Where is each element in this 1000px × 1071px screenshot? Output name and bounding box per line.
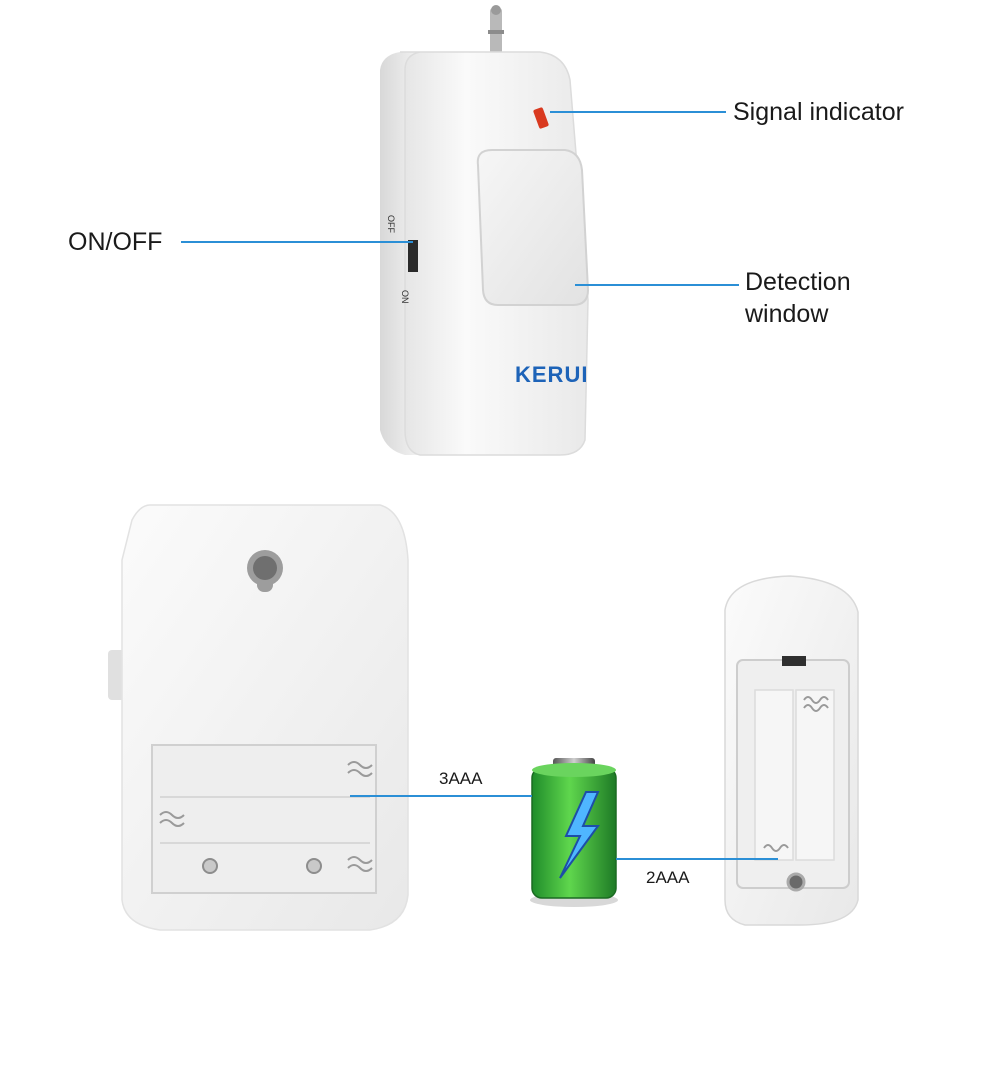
battery-compartment-3aaa [151, 744, 377, 894]
3aaa-label: 3AAA [439, 769, 483, 788]
detection-window-label-line1: Detection [745, 268, 851, 296]
lightning-icon [559, 791, 600, 879]
battery-icon [530, 758, 618, 907]
detector-back-plate [108, 504, 409, 931]
pir-detector [380, 5, 590, 456]
detection-window-leader [575, 284, 739, 286]
detection-window-label: Detection window [745, 266, 851, 330]
2aaa-leader [616, 858, 778, 860]
switch-on-label: ON [400, 290, 410, 304]
small-unit [724, 575, 859, 926]
detection-window-label-line2: window [745, 300, 829, 328]
on-off-label: ON/OFF [68, 228, 163, 256]
2aaa-label: 2AAA [646, 868, 690, 887]
power-switch [408, 240, 418, 272]
switch-off-label: OFF [386, 215, 396, 233]
signal-indicator-led [533, 107, 549, 129]
3aaa-leader [350, 795, 532, 797]
brand-logo: KERUI [515, 362, 589, 387]
on-off-leader [181, 241, 413, 243]
detection-window [476, 149, 590, 306]
signal-indicator-leader [550, 111, 726, 113]
signal-indicator-label: Signal indicator [733, 98, 904, 126]
